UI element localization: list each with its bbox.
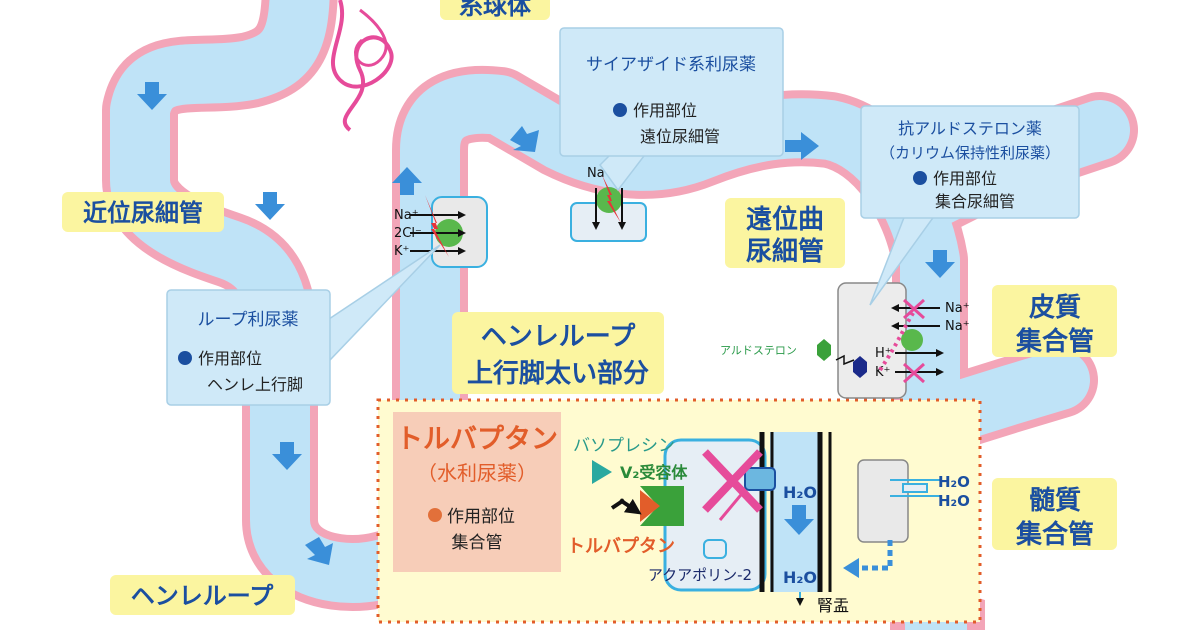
loop-diuretic-callout: ループ利尿薬 作用部位 ヘンレ上行脚 [166, 244, 441, 406]
water-inner-label: H₂O [783, 483, 817, 502]
anti-aldosterone-callout: 抗アルドステロン薬 （カリウム保持性利尿薬） 作用部位 集合尿細管 [860, 105, 1080, 306]
enac-na-2: Na⁺ [945, 319, 970, 334]
enac-na-1: Na⁺ [945, 301, 970, 316]
anti-aldo-subtitle: （カリウム保持性利尿薬） [880, 144, 1060, 162]
tolvaptan-site: 集合管 [452, 533, 503, 553]
water-label-2: H₂O [938, 492, 970, 510]
tolvaptan-inset: トルバプタン （水利尿薬） 作用部位 集合管 H₂O H₂O 腎盂 アクアポリン… [376, 398, 982, 624]
orange-dot-icon [428, 508, 442, 522]
transporter-icon [901, 329, 923, 351]
lightning-icon [602, 175, 621, 223]
flow-arrow-icon [925, 250, 955, 278]
water-lumen-label: H₂O [783, 568, 817, 587]
v2-receptor-label: V₂受容体 [620, 463, 688, 482]
loop-diuretic-title: ループ利尿薬 [198, 310, 299, 330]
cortical-cd-label-2: 集合管 [1015, 326, 1094, 357]
anti-aldo-site: 集合尿細管 [935, 192, 1015, 211]
thiazide-title: サイアザイド系利尿薬 [586, 55, 756, 75]
lightning-icon [425, 195, 449, 257]
vasopressin-label: バソプレシン [573, 436, 675, 456]
tolvaptan-subtitle: （水利尿薬） [417, 461, 537, 485]
tolvaptan-site-label: 作用部位 [447, 507, 515, 527]
distal-label-1: 遠位曲 [746, 204, 824, 235]
loop-site: ヘンレ上行脚 [207, 375, 303, 394]
aquaporin-label: アクアポリン-2 [648, 566, 752, 584]
flow-arrow-icon [785, 132, 819, 160]
aquaporin-channel [744, 467, 776, 491]
left-arrow-icon [843, 558, 859, 578]
thick-ascending-label-1: ヘンレループ [481, 322, 636, 352]
loop-of-henle-label: ヘンレループ [131, 582, 275, 610]
flow-arrow-icon [392, 167, 422, 195]
water-label-1: H₂O [938, 473, 970, 491]
tolvaptan-blocker-icon [640, 490, 660, 522]
glomerulus-coil [330, 0, 394, 132]
tolvaptan-box [393, 412, 561, 572]
glomerulus-label: 糸球体 [459, 0, 532, 20]
tolvaptan-title: トルバプタン [396, 424, 558, 455]
aldosterone-label: アルドステロン [720, 344, 797, 357]
thiazide-site-label: 作用部位 [633, 101, 697, 120]
aquaporin-vesicle [703, 539, 727, 559]
blue-dot-icon [613, 103, 627, 117]
k-ion: K⁺ [875, 365, 890, 380]
nkcc-na: Na⁺ [394, 208, 419, 223]
v2-receptor-icon [640, 486, 684, 526]
receptor-icon [853, 356, 867, 378]
enac-transporter: Na⁺ Na⁺ H⁺ K⁺ アルドステロン [720, 282, 970, 399]
medullary-cd-label-2: 集合管 [1015, 519, 1094, 550]
transporter-icon [596, 187, 622, 213]
cortical-cd-label-1: 皮質 [1029, 293, 1081, 323]
thiazide-callout: サイアザイド系利尿薬 作用部位 遠位尿細管 [559, 27, 784, 192]
blue-dot-icon [178, 351, 192, 365]
aldosterone-icon [817, 339, 831, 361]
down-arrow-icon [784, 505, 814, 535]
anti-aldo-title: 抗アルドステロン薬 [898, 119, 1042, 138]
nkcc-cl: 2Cl⁻ [394, 226, 422, 241]
flow-arrow-icon [255, 192, 285, 220]
distal-label-2: 尿細管 [746, 237, 824, 267]
anti-aldo-site-label: 作用部位 [933, 169, 997, 188]
vasopressin-icon [592, 460, 612, 484]
blue-dot-icon [913, 171, 927, 185]
flow-arrow-icon [272, 442, 302, 470]
loop-site-label: 作用部位 [198, 349, 262, 368]
water-channels: H₂O H₂O [890, 473, 970, 510]
region-labels: 糸球体 近位尿細管 ヘンレループ ヘンレループ 上行脚太い部分 遠位曲 尿細管 … [62, 0, 1117, 615]
medullary-cd-label-1: 髄質 [1029, 486, 1081, 516]
nkcc-k: K⁺ [394, 244, 409, 259]
thiazide-site: 遠位尿細管 [640, 127, 720, 146]
thick-ascending-label-2: 上行脚太い部分 [467, 358, 649, 389]
tolvaptan-inset-label: トルバプタン [567, 535, 675, 557]
flow-arrow-icon [137, 82, 167, 110]
renal-pelvis-label: 腎盂 [817, 596, 849, 615]
nkcc-transporter: Na⁺ 2Cl⁻ K⁺ [394, 195, 488, 268]
flow-arrow-icon [510, 126, 539, 152]
cortical-cell-box [857, 459, 909, 543]
proximal-tubule-label: 近位尿細管 [83, 199, 203, 227]
flow-arrow-icon [305, 537, 333, 565]
